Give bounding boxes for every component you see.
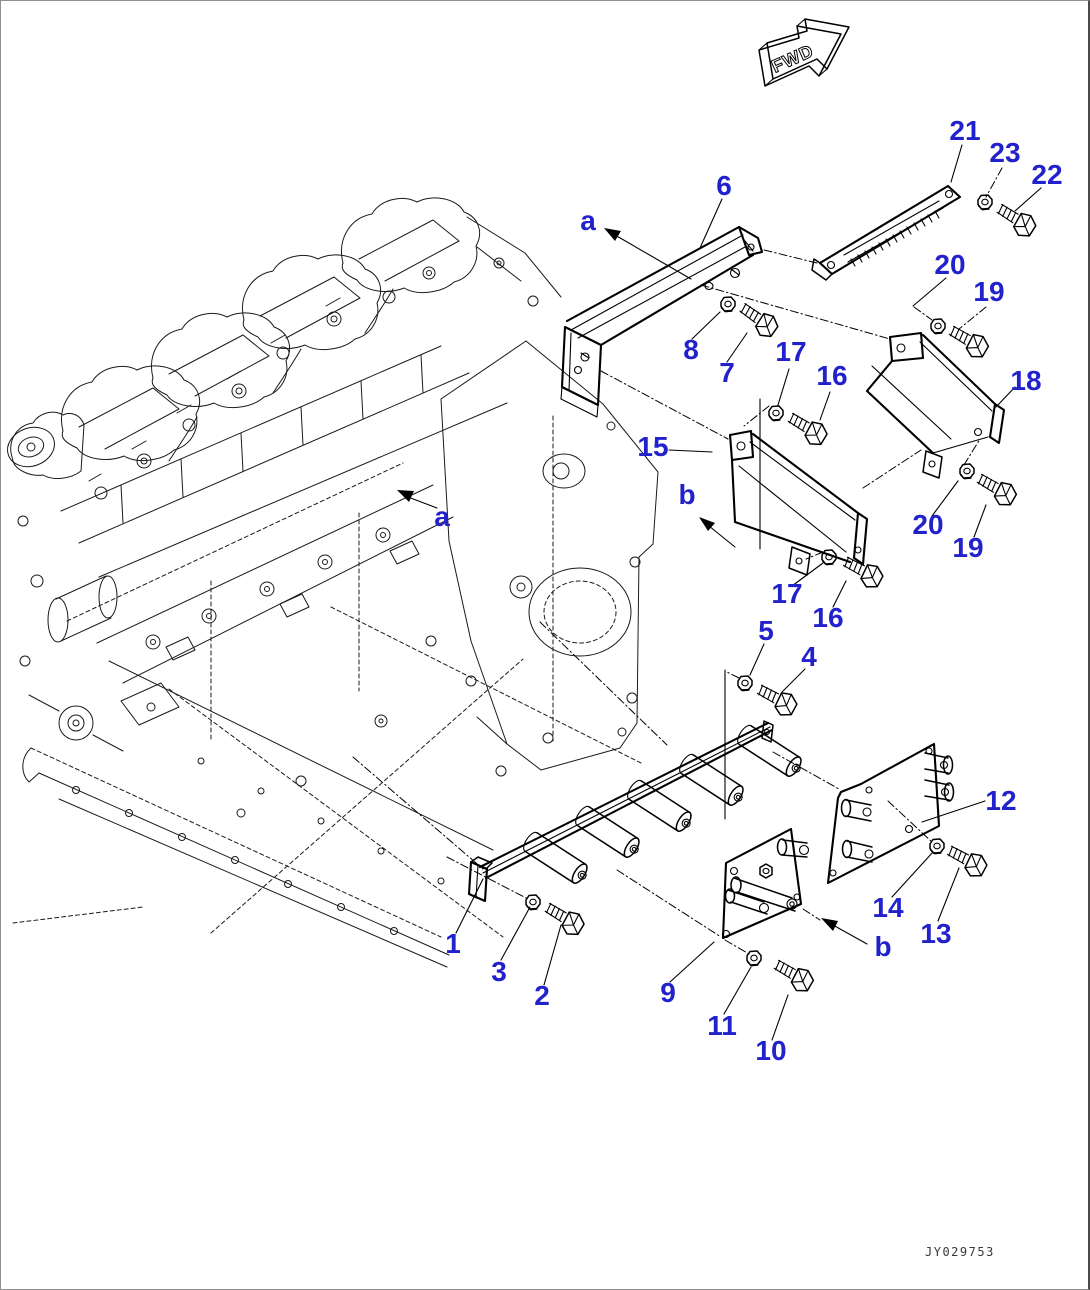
part-21-slotted-plate bbox=[811, 184, 962, 281]
fwd-direction-arrow: FWD bbox=[758, 18, 850, 87]
view-arrow-b-bottom bbox=[821, 918, 868, 945]
figure-code: JY029753 bbox=[925, 1245, 995, 1259]
construction-lines bbox=[352, 249, 981, 955]
view-arrow-a-top bbox=[604, 228, 692, 280]
part-12-plate bbox=[826, 742, 955, 885]
leader-lines bbox=[455, 144, 1042, 1041]
part-1-pin-bar bbox=[467, 720, 807, 903]
view-arrow-a-engine bbox=[397, 490, 438, 509]
part-6-bracket bbox=[560, 225, 764, 418]
engine-assembly-drawing bbox=[7, 197, 659, 968]
view-arrow-b-mid bbox=[699, 517, 736, 548]
part-18-bracket bbox=[865, 331, 1006, 479]
view-arrows bbox=[397, 228, 868, 945]
part-9-plate bbox=[721, 827, 810, 940]
part-15-bracket bbox=[728, 429, 869, 576]
washers bbox=[525, 194, 993, 967]
fwd-label: FWD bbox=[768, 40, 816, 76]
